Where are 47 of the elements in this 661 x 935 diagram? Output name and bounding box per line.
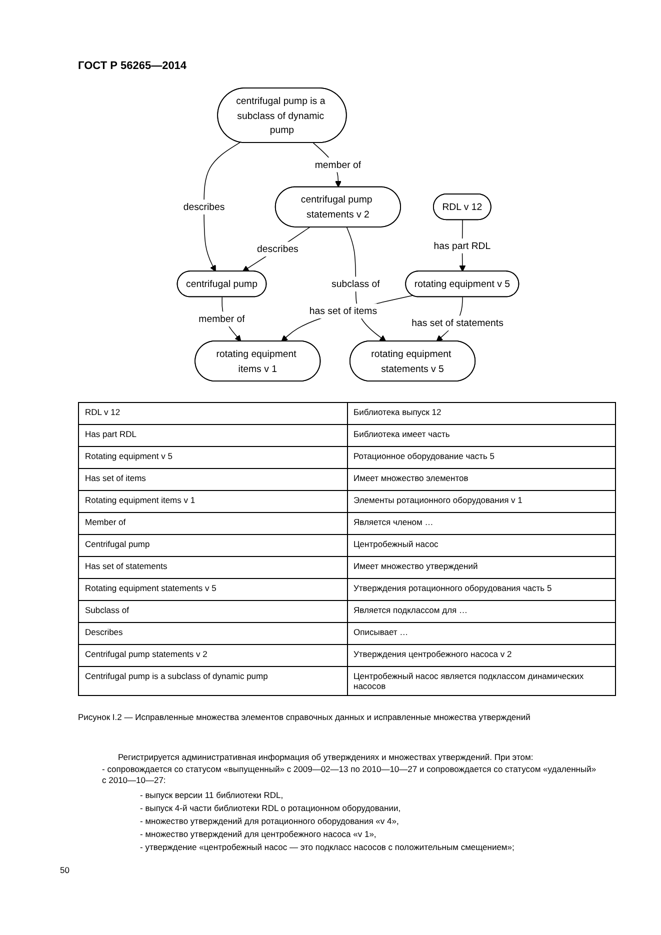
- paragraph: - множество утверждений для ротационного оборудования «v 4»,: [140, 816, 399, 827]
- edge-label: member of: [198, 313, 245, 324]
- table-cell-text: Centrifugal pump is a subclass of dynamic pump: [85, 671, 268, 681]
- table-cell-text: Centrifugal pump: [85, 539, 150, 549]
- table-cell-text: Имеет множество утверждений: [354, 561, 478, 571]
- table-cell-text: RDL v 12: [85, 407, 120, 417]
- arrow: [204, 142, 240, 272]
- edge-label: describes: [183, 201, 225, 212]
- table-cell-text: Является подклассом для …: [354, 605, 468, 615]
- table-cell-text: Rotating equipment v 5: [85, 451, 172, 461]
- paragraph: - множество утверждений для центробежного насоса «v 1»,: [140, 829, 376, 840]
- document-header: ГОСТ Р 56265—2014: [78, 60, 187, 72]
- table-cell-text: Центробежный насос: [354, 539, 438, 549]
- edge-label: member of: [314, 158, 362, 170]
- table-cell-text: Описывает …: [354, 627, 408, 637]
- table-cell-text: Subclass of: [85, 605, 129, 615]
- table-cell-text: Has part RDL: [85, 429, 136, 439]
- edge-label: subclass of: [332, 278, 380, 290]
- paragraph: - выпуск версии 11 библиотеки RDL,: [140, 790, 284, 801]
- paragraph: Регистрируется административная информация об утверждениях и множествах утверждений. При этом:: [118, 752, 534, 763]
- edge-label: describes: [257, 243, 298, 254]
- table-cell-text: Элементы ротационного оборудования v 1: [354, 495, 522, 505]
- arrow: [281, 295, 413, 342]
- edge-label: has set of statements: [412, 317, 504, 328]
- list-item: - сопровождается со статусом «выпущенный» с 2009—02—13 по 2010—10—27 и сопровождается со статусом «удаленный» с 2010—10—27:: [102, 764, 598, 786]
- figure-caption: Рисунок I.2 — Исправленные множества элементов справочных данных и исправленные множества утверждений: [78, 712, 530, 722]
- table-cell-text: Утверждения ротационного оборудования часть 5: [354, 583, 552, 593]
- table-cell-text: Centrifugal pump statements v 2: [85, 649, 208, 659]
- paragraph: - утверждение «центробежный насос — это подкласс насосов с положительным смещением»;: [140, 842, 514, 853]
- table-cell-text: Rotating equipment items v 1: [85, 495, 196, 505]
- table-cell-text: Has set of items: [85, 473, 146, 483]
- table-cell-text: Member of: [85, 517, 126, 527]
- table-cell-text: Has set of statements: [85, 561, 168, 571]
- table-cell-text: Имеет множество элементов: [354, 473, 468, 483]
- page-number: 50: [60, 865, 70, 876]
- table-cell-text: Ротационное оборудование часть 5: [354, 451, 495, 461]
- table-cell-text: Describes: [85, 627, 123, 637]
- table-cell-text: Библиотека имеет часть: [354, 429, 450, 439]
- table-cell-text: Центробежный насос является подклассом динамических насосов: [354, 671, 584, 691]
- edge-label: has set of items: [309, 305, 378, 316]
- table-cell-text: Является членом …: [354, 517, 434, 527]
- table-cell-text: Утверждения центробежного насоса v 2: [354, 649, 512, 659]
- table-cell-text: Библиотека выпуск 12: [354, 407, 442, 417]
- arrow: [242, 226, 310, 272]
- edge-label: has part RDL: [434, 240, 491, 252]
- table-cell-text: Rotating equipment statements v 5: [85, 583, 216, 593]
- paragraph: - выпуск 4-й части библиотеки RDL о ротационном оборудовании,: [140, 803, 401, 814]
